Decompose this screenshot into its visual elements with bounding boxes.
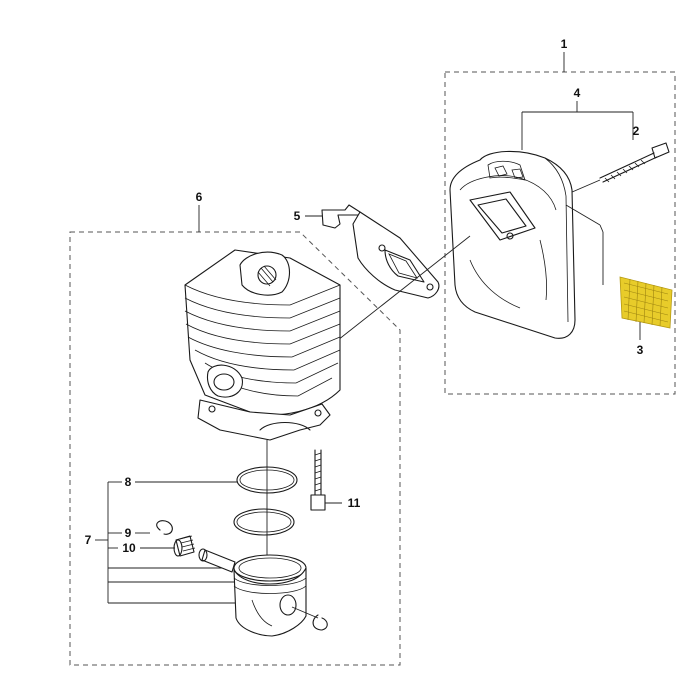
callout-4[interactable]: 4 — [574, 86, 581, 100]
piston-ring-upper — [236, 466, 298, 494]
callout-6[interactable]: 6 — [196, 190, 203, 204]
cylinder — [184, 249, 341, 441]
muffler-group-box — [444, 71, 676, 395]
circlip — [156, 520, 173, 535]
cylinder-bolt — [310, 449, 326, 511]
piston-pin — [198, 548, 236, 573]
callout-8[interactable]: 8 — [125, 475, 132, 489]
spark-arrestor-screen[interactable] — [619, 276, 673, 329]
gasket-bracket — [321, 204, 440, 299]
callout-1[interactable]: 1 — [561, 37, 568, 51]
pin-axis — [291, 606, 319, 619]
muffler-body — [449, 150, 576, 339]
leader-3-bracket — [565, 204, 604, 285]
leader-4 — [521, 101, 634, 150]
callout-7[interactable]: 7 — [85, 533, 92, 547]
needle-bearing — [173, 535, 196, 557]
assembly-axis — [337, 235, 471, 341]
callout-5[interactable]: 5 — [294, 209, 301, 223]
piston — [233, 554, 307, 637]
leader-7 — [95, 481, 240, 604]
callout-2[interactable]: 2 — [633, 124, 640, 138]
callout-9[interactable]: 9 — [125, 526, 132, 540]
piston-ring-lower — [233, 508, 295, 536]
piston-circlip — [312, 614, 328, 631]
callout-3[interactable]: 3 — [637, 343, 644, 357]
cylinder-group-box — [69, 231, 401, 666]
callout-10[interactable]: 10 — [122, 541, 136, 555]
callout-11[interactable]: 11 — [348, 496, 361, 510]
